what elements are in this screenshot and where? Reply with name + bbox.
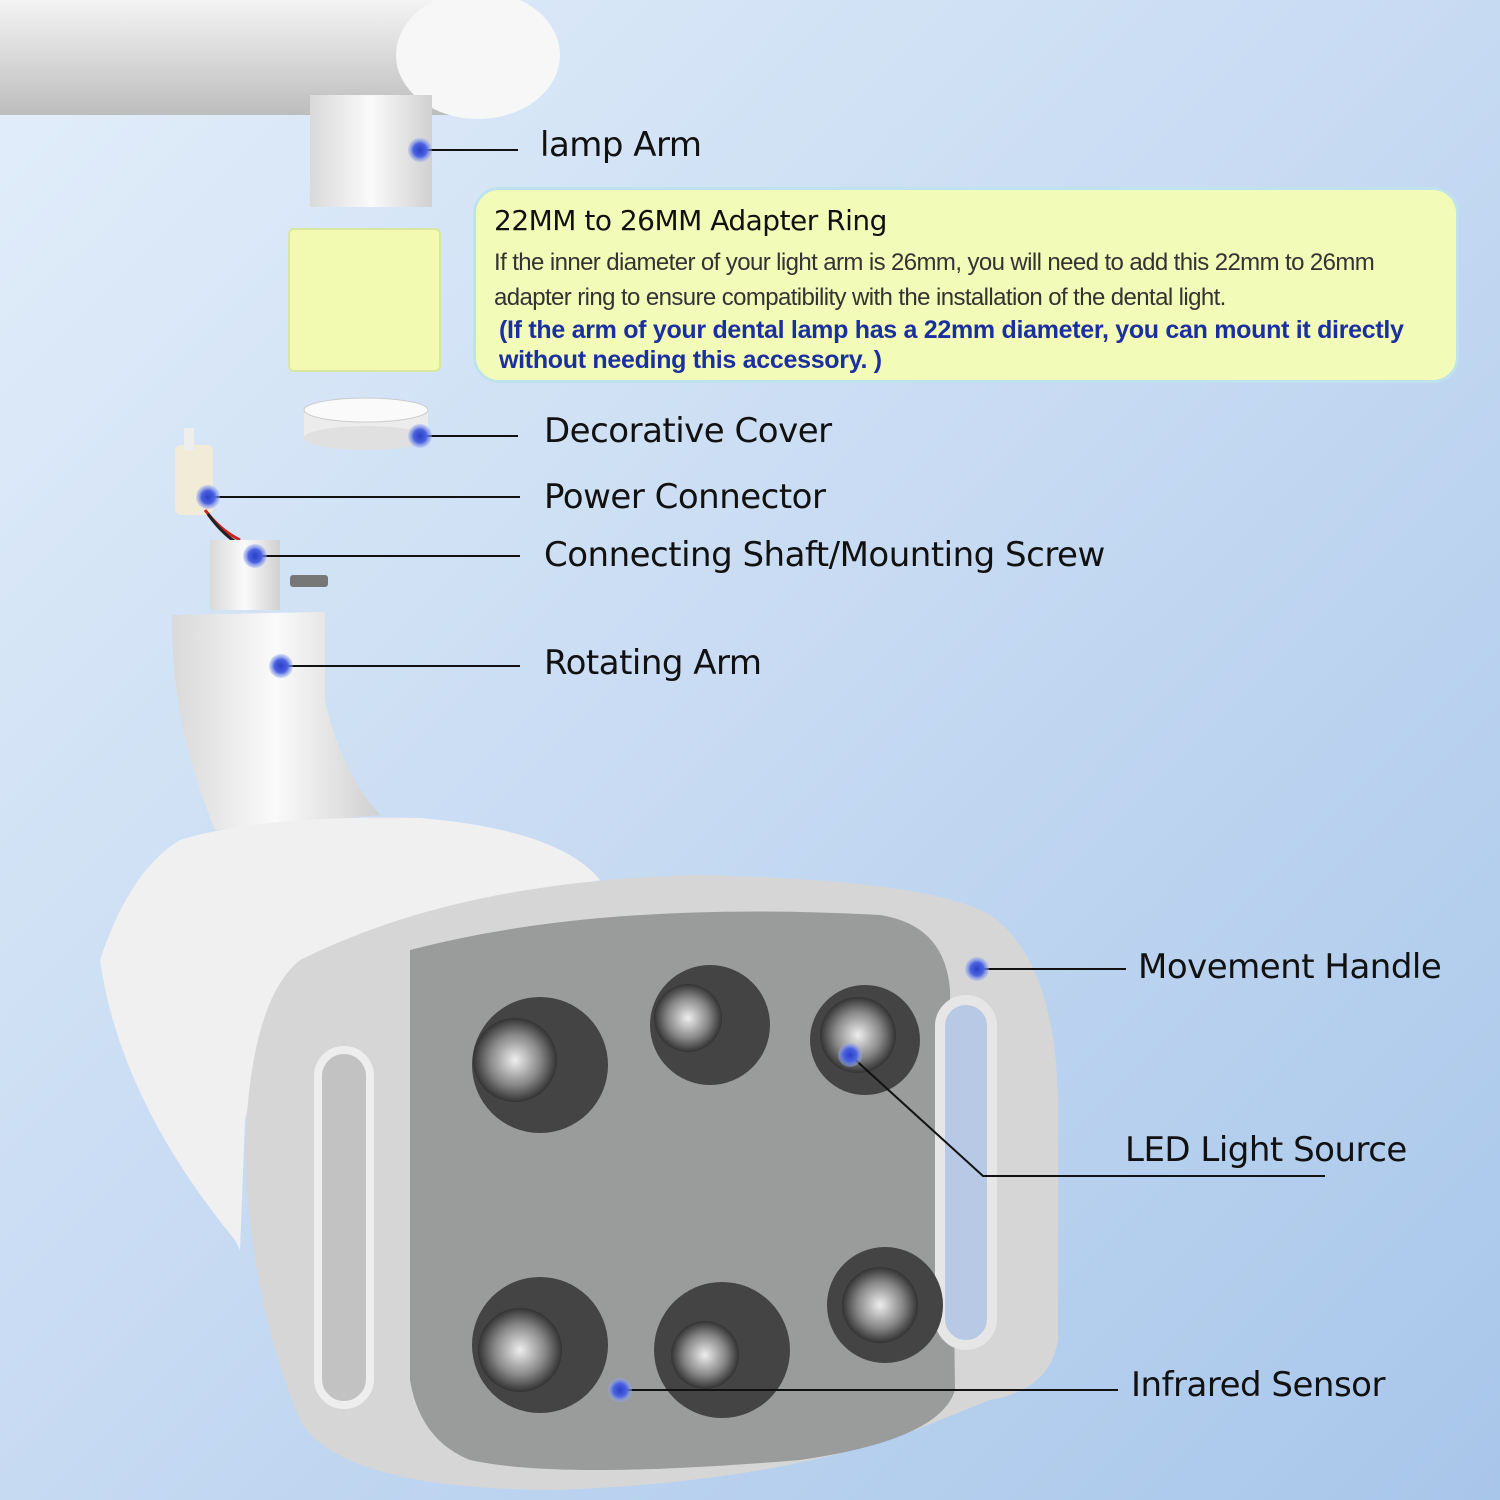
mounting-screw-part: [290, 575, 328, 587]
label-rotating-arm: Rotating Arm: [544, 643, 762, 683]
label-led-light-source: LED Light Source: [1125, 1130, 1407, 1170]
label-power-connector: Power Connector: [544, 477, 826, 517]
rotating-arm-part: [171, 612, 380, 830]
callout-body: If the inner diameter of your light arm …: [494, 249, 1375, 311]
adapter-ring-callout: 22MM to 26MM Adapter Ring If the inner d…: [473, 187, 1459, 383]
lamp-arm-part: [0, 0, 560, 207]
label-infrared-sensor: Infrared Sensor: [1131, 1365, 1385, 1405]
decorative-cover-part: [303, 397, 429, 450]
movement-handle-part: [935, 995, 997, 1350]
adapter-ring-thumbnail-frame: [288, 228, 441, 372]
callout-title: 22MM to 26MM Adapter Ring: [494, 204, 887, 237]
callout-note: (If the arm of your dental lamp has a 22…: [499, 316, 1404, 374]
label-lamp-arm: lamp Arm: [540, 125, 702, 165]
label-movement-handle: Movement Handle: [1138, 947, 1442, 987]
left-handle: [314, 1046, 374, 1409]
label-connecting-shaft: Connecting Shaft/Mounting Screw: [544, 535, 1105, 575]
leader-lines: [208, 149, 1325, 1391]
marker-dots: [196, 138, 989, 1402]
label-decorative-cover: Decorative Cover: [544, 411, 832, 451]
led-array: [472, 965, 943, 1418]
